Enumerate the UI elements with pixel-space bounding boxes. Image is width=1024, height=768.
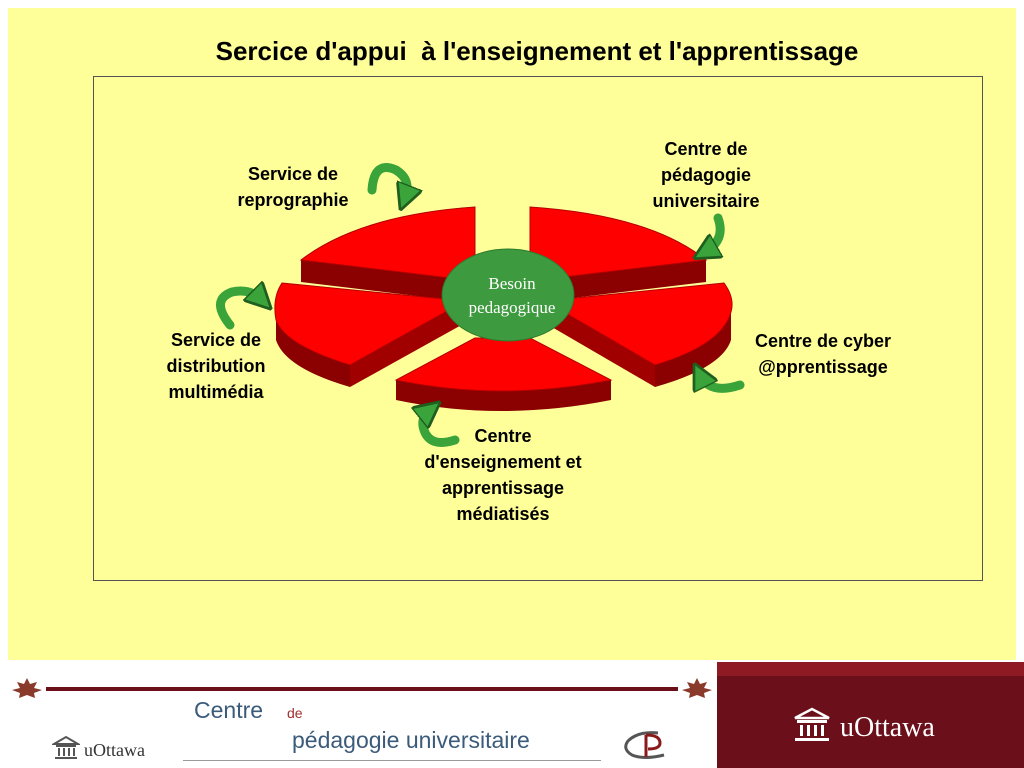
hub-line-2: pedagogique <box>469 298 556 317</box>
arrow-distribution-icon <box>216 291 262 330</box>
uottawa-building-small-icon <box>52 735 80 759</box>
arrow-mediatises-icon <box>423 410 460 447</box>
slide-title: Sercice d'appui à l'enseignement et l'ap… <box>215 36 859 66</box>
label-distribution-multimedia: Service de distribution multimédia <box>166 330 266 402</box>
footer-brand-panel <box>717 662 1024 768</box>
footer-pedagogie-text: pédagogie universitaire <box>292 727 530 753</box>
label-mediatises: Centre d'enseignement et apprentissage m… <box>424 426 582 524</box>
footer-uottawa-large: uOttawa <box>840 712 935 743</box>
arrow-cyber-icon <box>700 375 745 388</box>
slice-reprographie <box>299 206 476 303</box>
footer-brand-stripe <box>717 662 1024 676</box>
hub-besoin-pedagogique: Besoin pedagogique <box>441 248 575 342</box>
footer-underline <box>183 760 601 761</box>
cpu-logo-icon <box>624 731 665 759</box>
slice-distribution-multimedia <box>274 282 467 387</box>
maple-leaf-left-icon <box>12 678 42 698</box>
label-cyber-apprentissage: Centre de cyber @pprentissage <box>754 331 892 377</box>
label-centre-pedagogie: Centre de pédagogie universitaire <box>652 139 760 211</box>
slice-cyber-apprentissage <box>543 282 733 387</box>
footer-centre-text: Centre <box>194 697 264 723</box>
uottawa-building-large-icon <box>794 707 830 741</box>
diagram-frame <box>93 76 983 581</box>
hub-line-1: Besoin <box>488 274 536 293</box>
maple-leaf-right-icon <box>682 678 712 698</box>
footer-de-text: de <box>287 705 303 721</box>
arrow-reprographie-icon <box>367 163 407 199</box>
pie-diagram: Besoin pedagogique <box>216 163 745 447</box>
slice-mediatises <box>394 337 613 411</box>
label-reprographie: Service de reprographie <box>237 164 349 210</box>
footer-uottawa-small: uOttawa <box>84 740 145 760</box>
arrow-pedagogie-icon <box>705 213 725 252</box>
footer-rule <box>46 687 678 691</box>
